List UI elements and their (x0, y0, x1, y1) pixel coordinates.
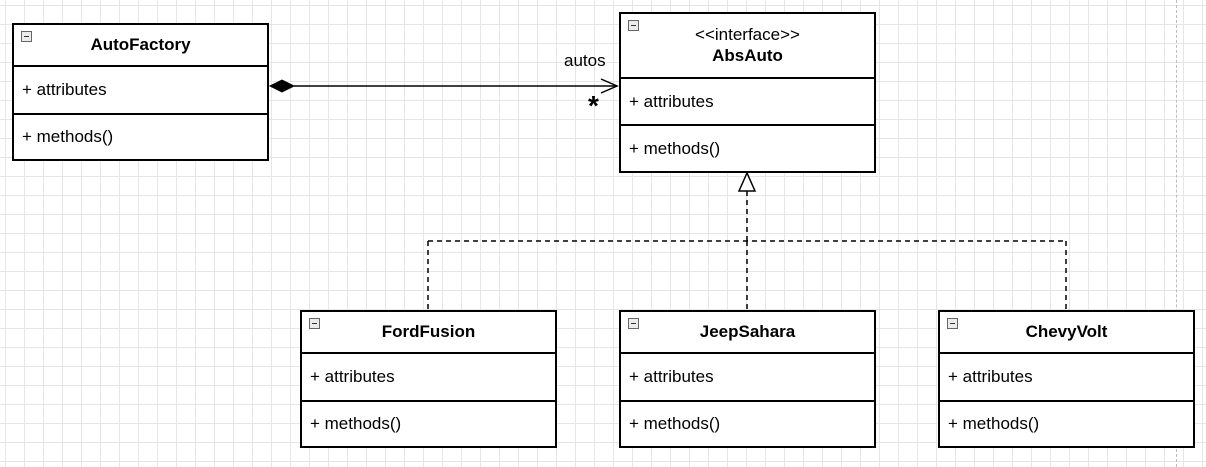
class-header: AutoFactory (14, 25, 267, 67)
methods-compartment[interactable]: + methods() (948, 414, 1040, 433)
class-name: FordFusion (381, 322, 476, 341)
collapse-icon[interactable] (947, 318, 958, 329)
class-header: ChevyVolt (940, 312, 1193, 354)
class-jeepsahara[interactable]: JeepSahara + attributes + methods() (619, 310, 876, 448)
class-autofactory[interactable]: AutoFactory + attributes + methods() (12, 23, 269, 161)
attributes-compartment[interactable]: + attributes (621, 354, 874, 402)
composition-diamond-icon (268, 79, 296, 93)
collapse-icon[interactable] (628, 318, 639, 329)
class-absauto[interactable]: <<interface>> AbsAuto + attributes + met… (619, 12, 876, 173)
collapse-icon[interactable] (309, 318, 320, 329)
methods-compartment[interactable]: + methods() (629, 138, 721, 158)
navigability-arrow-icon (600, 78, 619, 94)
attributes-compartment[interactable]: + attributes (621, 79, 874, 126)
collapse-icon[interactable] (628, 20, 639, 31)
class-name: AutoFactory (90, 35, 191, 54)
page-boundary (1176, 0, 1177, 467)
association-role-label: autos (564, 51, 606, 70)
class-name: AbsAuto (712, 45, 783, 65)
methods-compartment[interactable]: + methods() (310, 414, 402, 433)
attributes-compartment[interactable]: + attributes (940, 354, 1193, 402)
methods-compartment[interactable]: + methods() (629, 414, 721, 433)
class-header: <<interface>> AbsAuto (621, 14, 874, 79)
class-fordfusion[interactable]: FordFusion + attributes + methods() (300, 310, 557, 448)
class-header: JeepSahara (621, 312, 874, 354)
association-multiplicity: * (588, 90, 599, 121)
realization-triangle-icon (737, 171, 757, 192)
class-chevyvolt[interactable]: ChevyVolt + attributes + methods() (938, 310, 1195, 448)
class-name: JeepSahara (699, 322, 796, 341)
collapse-icon[interactable] (21, 31, 32, 42)
class-stereotype: <<interface>> (695, 24, 800, 44)
class-header: FordFusion (302, 312, 555, 354)
methods-compartment[interactable]: + methods() (22, 127, 114, 146)
attributes-compartment[interactable]: + attributes (14, 67, 267, 115)
class-name: ChevyVolt (1025, 322, 1108, 341)
attributes-compartment[interactable]: + attributes (302, 354, 555, 402)
